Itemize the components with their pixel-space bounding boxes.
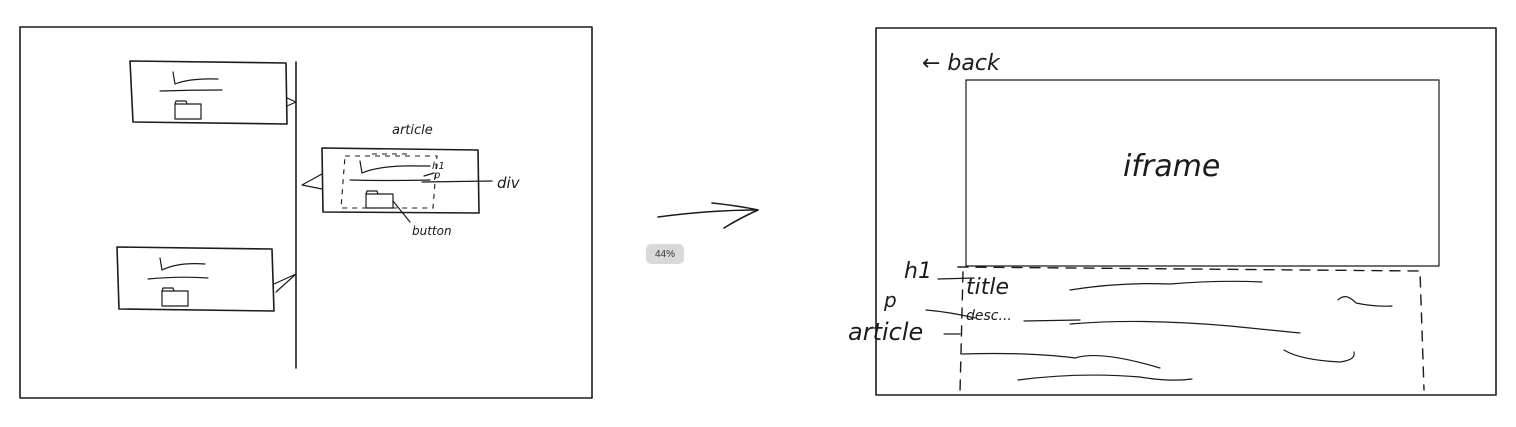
card-bottom	[116, 246, 297, 312]
back-text[interactable]: ← back	[922, 51, 1001, 76]
label-p: p	[433, 170, 440, 181]
back-link[interactable]: ← back	[922, 51, 1001, 76]
label-article-right: article	[848, 318, 923, 346]
label-article: article	[392, 123, 433, 138]
right-sketch: ← back iframe title desc... h1 p article	[848, 27, 1497, 396]
zoom-indicator[interactable]: 44%	[646, 244, 684, 264]
right-frame	[875, 27, 1497, 396]
card-middle	[301, 147, 493, 223]
desc-text: desc...	[966, 308, 1012, 324]
label-h1: h1	[432, 161, 445, 172]
label-p-right: p	[883, 288, 897, 312]
label-button: button	[412, 224, 452, 238]
transition-arrow	[657, 202, 759, 229]
left-sketch: article h1 p div button	[19, 26, 593, 399]
label-h1-right: h1	[904, 259, 932, 284]
iframe-box	[965, 79, 1440, 267]
left-frame	[19, 26, 593, 399]
label-div: div	[497, 174, 521, 192]
title-text: title	[966, 275, 1009, 300]
card-top	[129, 60, 297, 125]
iframe-label: iframe	[1123, 149, 1220, 184]
